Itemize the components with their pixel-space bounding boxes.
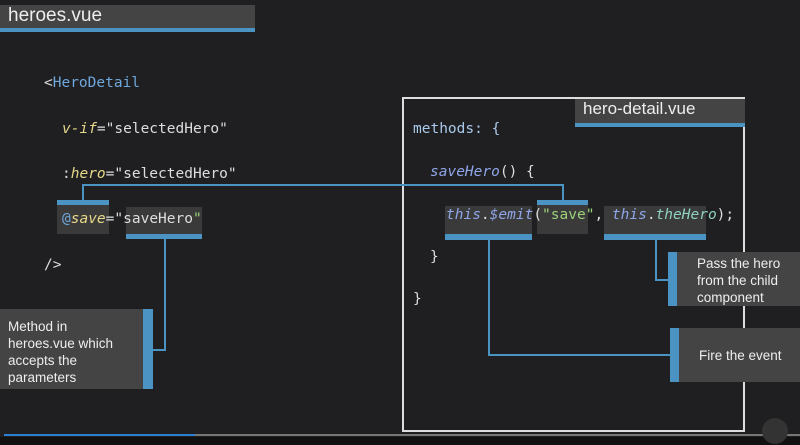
fn: saveHero (430, 164, 500, 180)
connector (562, 184, 564, 200)
at: @ (62, 211, 71, 227)
thehero-bottom-bar (604, 234, 706, 240)
dot2: . (646, 207, 656, 223)
code-line-herodetail: <HeroDetail (44, 75, 140, 91)
emit-bottom-bar (445, 234, 532, 240)
save-str-highlight (537, 204, 588, 234)
progress-fill (4, 434, 196, 436)
emit-highlight (445, 206, 532, 234)
code-brace1: } (430, 249, 439, 265)
connector (164, 239, 166, 351)
val: "selectedHero" (105, 121, 228, 137)
code-savehero: saveHero() { (430, 164, 535, 180)
prop: theHero (655, 207, 717, 223)
paren: ( (533, 207, 543, 223)
connector (152, 349, 166, 351)
rest: () { (499, 164, 535, 180)
code-line-vif: v-if="selectedHero" (62, 121, 228, 137)
val: "selectedHero" (114, 166, 237, 182)
savehero-highlight (126, 207, 202, 234)
end: ); (716, 207, 735, 223)
lt: < (44, 75, 53, 91)
dot: . (480, 207, 490, 223)
code-emit: this.$emit("save", this.theHero); (446, 207, 734, 223)
str: "save" (542, 207, 595, 223)
colon: : (62, 166, 71, 182)
connector (82, 184, 84, 200)
connector (655, 240, 657, 281)
eq: = (96, 121, 106, 137)
save-str-top-bar (537, 200, 588, 205)
callout-fire: Fire the event (670, 328, 800, 382)
connector (655, 279, 668, 281)
comma: , (594, 207, 612, 223)
code-line-close: /> (44, 257, 62, 273)
connector (488, 354, 670, 356)
code-line-hero: :hero="selectedHero" (62, 166, 237, 182)
callout-method: Method in heroes.vue which accepts the p… (0, 309, 153, 389)
thehero-highlight (604, 206, 706, 234)
attr: hero (70, 166, 106, 182)
player-controls[interactable] (0, 437, 800, 445)
callout-pass: Pass the hero from the child component (668, 252, 800, 306)
eq: =" (105, 211, 124, 227)
play-logo-icon (762, 418, 788, 444)
code-methods: methods: { (413, 121, 501, 137)
connector (82, 184, 563, 186)
heroes-vue-tab: heroes.vue (0, 5, 255, 32)
attr: save (70, 211, 106, 227)
val: saveHero (123, 211, 193, 227)
emit: $emit (489, 207, 534, 223)
save-top-bar (57, 200, 109, 205)
this2: this (611, 207, 647, 223)
save-highlight (57, 204, 109, 234)
this: this (446, 207, 481, 223)
code-line-save: @save="saveHero" (62, 211, 202, 227)
tag-name: HeroDetail (52, 75, 141, 91)
progress-track[interactable] (4, 434, 800, 436)
code-brace2: } (413, 291, 422, 307)
attr: v-if (62, 121, 97, 137)
eq: = (105, 166, 115, 182)
connector (488, 240, 490, 356)
savehero-bottom-bar (126, 234, 202, 239)
quote: " (192, 211, 202, 227)
hero-detail-tab: hero-detail.vue (575, 99, 745, 127)
